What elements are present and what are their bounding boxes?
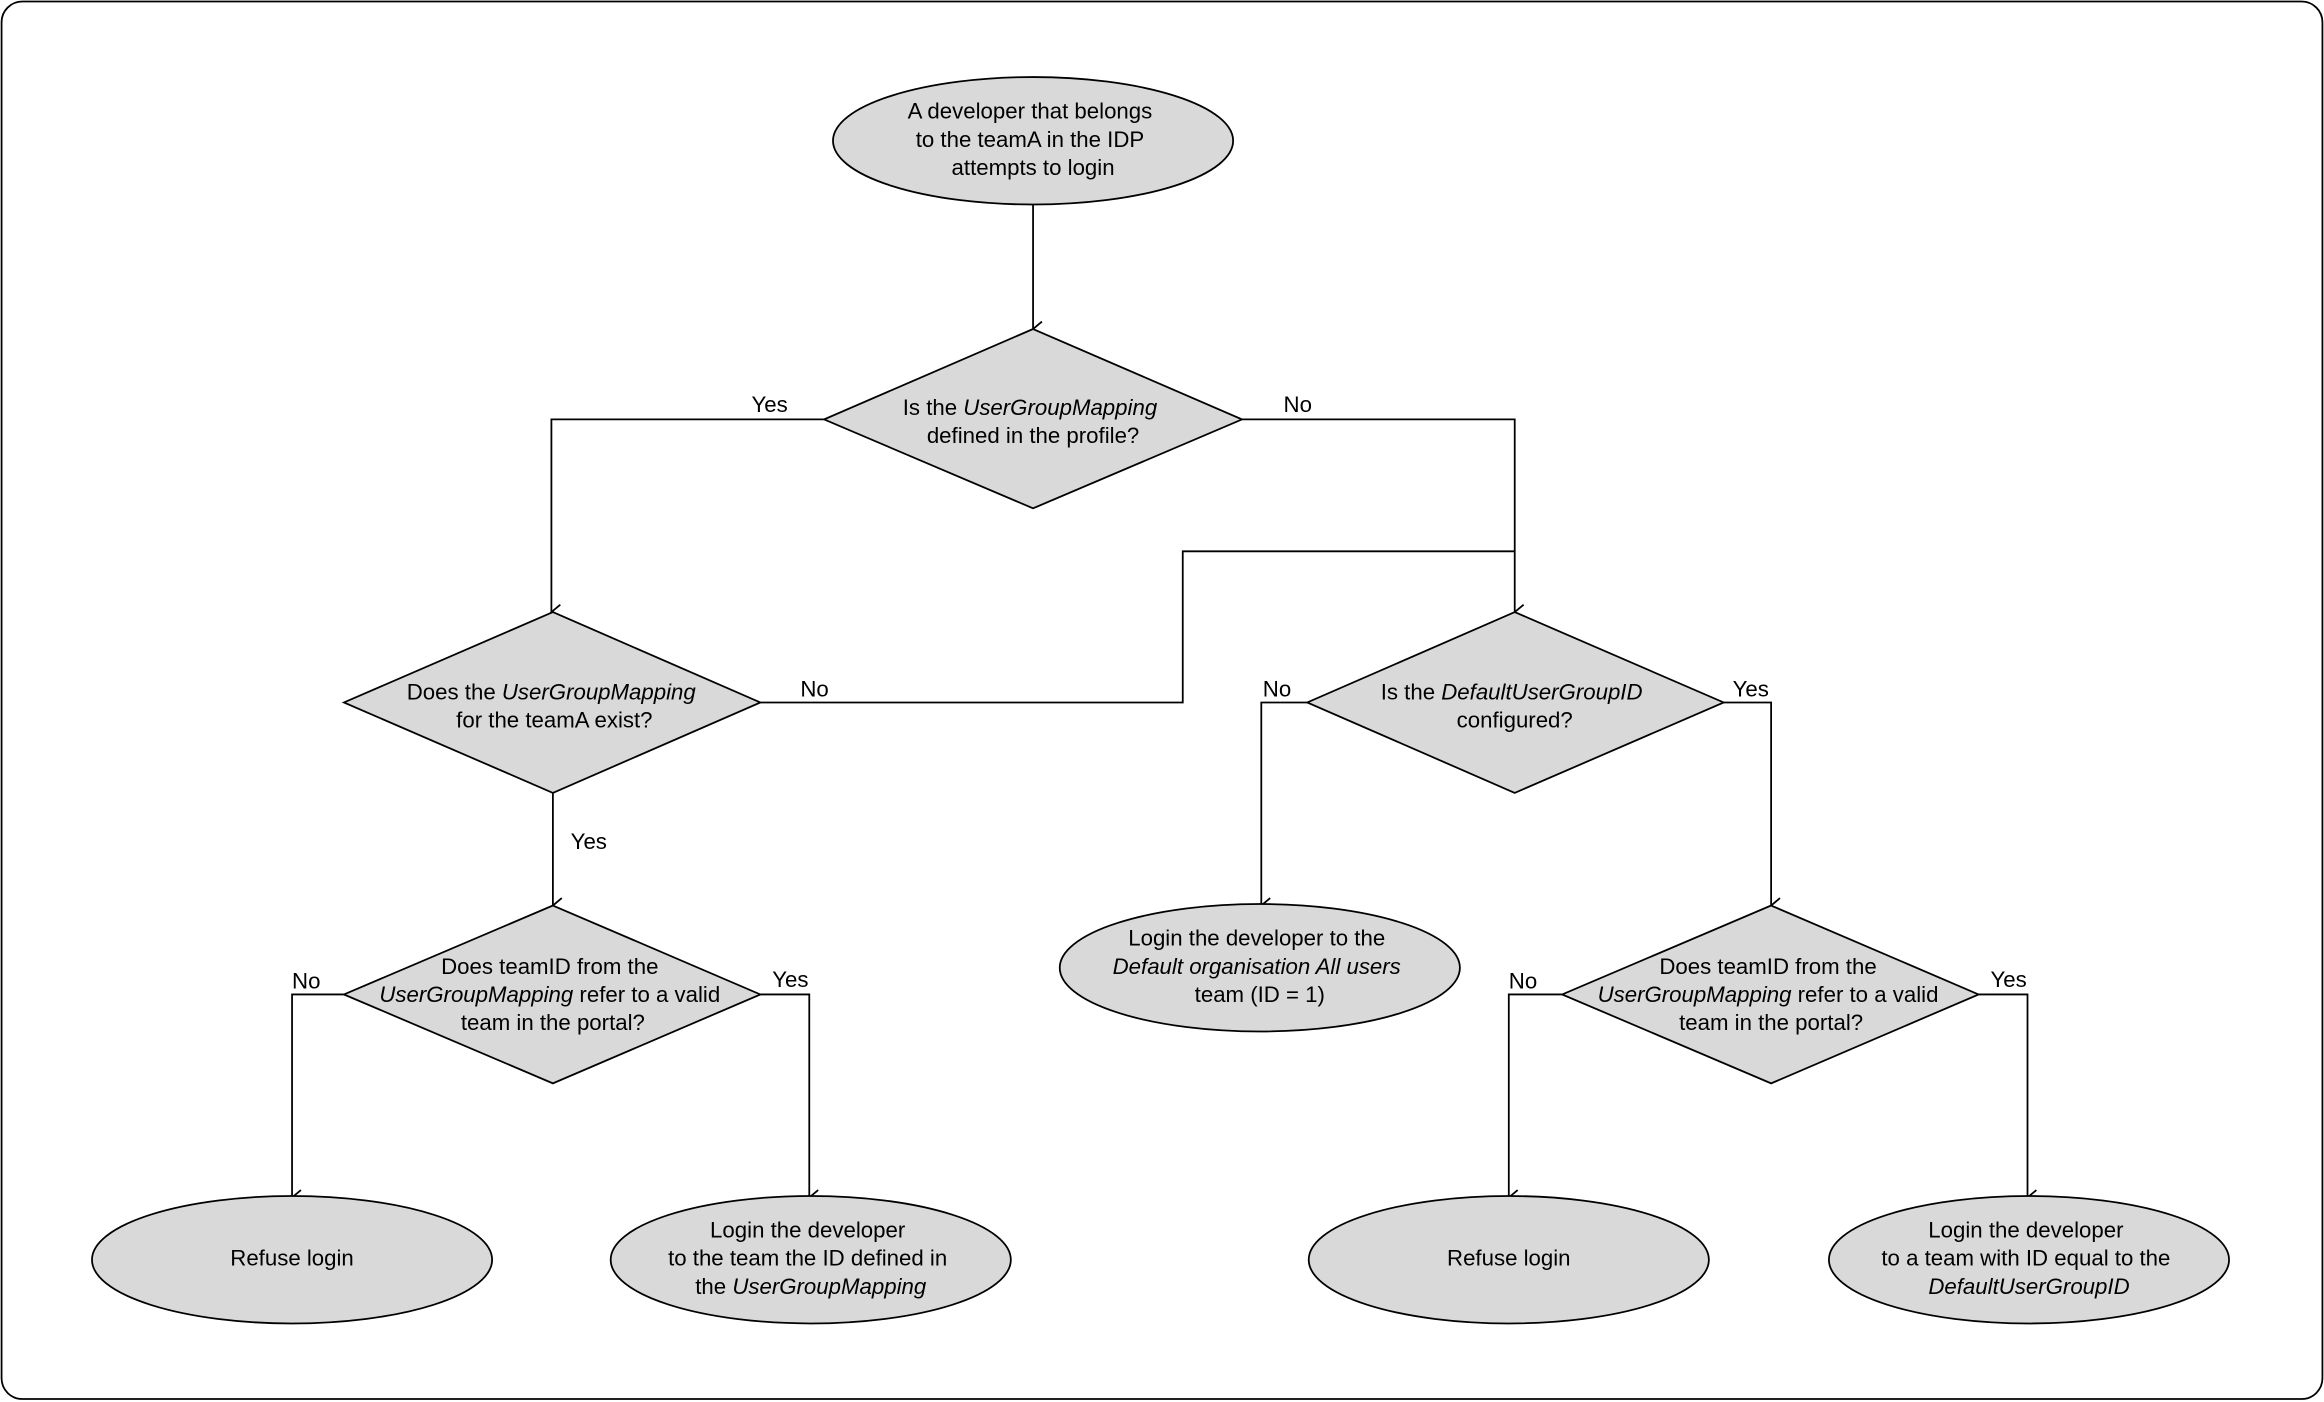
start-line3: attempts to login [952, 155, 1115, 180]
d4-line3: team in the portal? [461, 1010, 645, 1035]
start-line2: to the teamA in the IDP [916, 127, 1145, 152]
start-line1: A developer that belongs [908, 99, 1153, 124]
edge-label-d2-yes: Yes [571, 829, 607, 854]
d3-line2: configured? [1457, 708, 1573, 733]
refuse-login-node-right: Refuse login [1307, 1195, 1710, 1325]
edge-d5-no [1507, 993, 1563, 1206]
login-default-line1: Login the developer [1928, 1217, 2124, 1242]
edge-label-d3-no: No [1263, 677, 1291, 702]
edge-d5-yes [1978, 993, 2037, 1206]
edges [290, 204, 2037, 1206]
default-login-line3: team (ID = 1) [1195, 982, 1325, 1007]
edge-d2-no [760, 550, 1515, 704]
default-organisation-login-node: Login the developer to the Default organ… [1058, 903, 1461, 1033]
login-default-line2: to a team with ID equal to the [1881, 1246, 2170, 1271]
refuse-login-node-left: Refuse login [91, 1195, 494, 1325]
d4-text: refer to a valid [573, 982, 720, 1007]
login-mapping-line2: to the team the ID defined in [668, 1246, 947, 1271]
d4-line1: Does teamID from the [441, 954, 658, 979]
start-node: A developer that belongs to the teamA in… [832, 76, 1235, 206]
d5-term: UserGroupMapping [1598, 982, 1793, 1007]
login-mapped-team-node: Login the developer to the team the ID d… [609, 1195, 1012, 1325]
d1-term: UserGroupMapping [963, 395, 1158, 420]
default-login-line1: Login the developer to the [1128, 925, 1385, 950]
edge-label-d5-no: No [1509, 969, 1537, 994]
login-mapping-text: the [695, 1274, 732, 1299]
edge-d4-no [290, 993, 344, 1206]
refuse1-text: Refuse login [230, 1246, 354, 1271]
decision-teamid-valid-left: Does teamID from the UserGroupMapping re… [341, 904, 763, 1085]
svg-text:Login the developer to a: Login the developer to a team with ID eq… [1881, 1217, 2176, 1298]
login-mapping-term: UserGroupMapping [732, 1274, 927, 1299]
edge-label-d4-no: No [292, 969, 320, 994]
d1-text: Is the [903, 395, 964, 420]
svg-text:Login the developer to the: Login the developer to the Default organ… [1113, 925, 1407, 1006]
svg-text:Does the UserGroupMapping: Does the UserGroupMapping for the teamA … [407, 679, 702, 732]
d5-text: refer to a valid [1791, 982, 1938, 1007]
login-default-team-node: Login the developer to a team with ID eq… [1828, 1195, 2230, 1325]
d3-text: Is the [1381, 679, 1442, 704]
d3-term: DefaultUserGroupID [1441, 679, 1642, 704]
svg-text:Is the DefaultUserGroupID: Is the DefaultUserGroupID configured? [1381, 679, 1649, 732]
edge-d1-yes [550, 418, 825, 621]
login-default-line3: DefaultUserGroupID [1928, 1274, 2129, 1299]
svg-text:A developer that belongs: A developer that belongs to the teamA in… [908, 99, 1159, 180]
svg-text:Does teamID from the Use: Does teamID from the UserGroupMapping re… [1598, 954, 1945, 1035]
d5-line1: Does teamID from the [1659, 954, 1876, 979]
edge-label-d1-no: No [1284, 392, 1312, 417]
default-login-line2: Default organisation All users [1113, 954, 1401, 979]
edge-label-d2-no: No [800, 677, 828, 702]
decision-teamid-valid-right: Does teamID from the UserGroupMapping re… [1559, 904, 1981, 1085]
edge-label-d3-yes: Yes [1733, 677, 1769, 702]
svg-text:Login the developer to t: Login the developer to the team the ID d… [668, 1217, 953, 1298]
refuse2-text: Refuse login [1447, 1246, 1571, 1271]
svg-text:Does teamID from the Use: Does teamID from the UserGroupMapping re… [379, 954, 726, 1035]
d5-line3: team in the portal? [1679, 1010, 1863, 1035]
login-mapping-line1: Login the developer [710, 1217, 906, 1242]
d1-line2: defined in the profile? [927, 423, 1139, 448]
edge-d4-yes [760, 993, 819, 1206]
d2-text: Does the [407, 679, 502, 704]
d2-line2: for the teamA exist? [456, 708, 652, 733]
edge-d1-no [1242, 418, 1525, 621]
d4-term: UserGroupMapping [379, 982, 574, 1007]
edge-label-d1-yes: Yes [751, 392, 787, 417]
decision-mapping-exists: Does the UserGroupMapping for the teamA … [341, 611, 763, 794]
edge-d3-yes [1723, 701, 1781, 914]
decision-default-group-configured: Is the DefaultUserGroupID configured? [1305, 611, 1726, 794]
edge-label-d5-yes: Yes [1990, 967, 2026, 992]
d2-term: UserGroupMapping [502, 679, 697, 704]
svg-text:Is the UserGroupMapping: Is the UserGroupMapping defined in the p… [903, 395, 1164, 448]
edge-label-d4-yes: Yes [772, 967, 808, 992]
decision-usergroupmapping-defined: Is the UserGroupMapping defined in the p… [821, 328, 1245, 510]
edge-d3-no [1259, 701, 1308, 914]
